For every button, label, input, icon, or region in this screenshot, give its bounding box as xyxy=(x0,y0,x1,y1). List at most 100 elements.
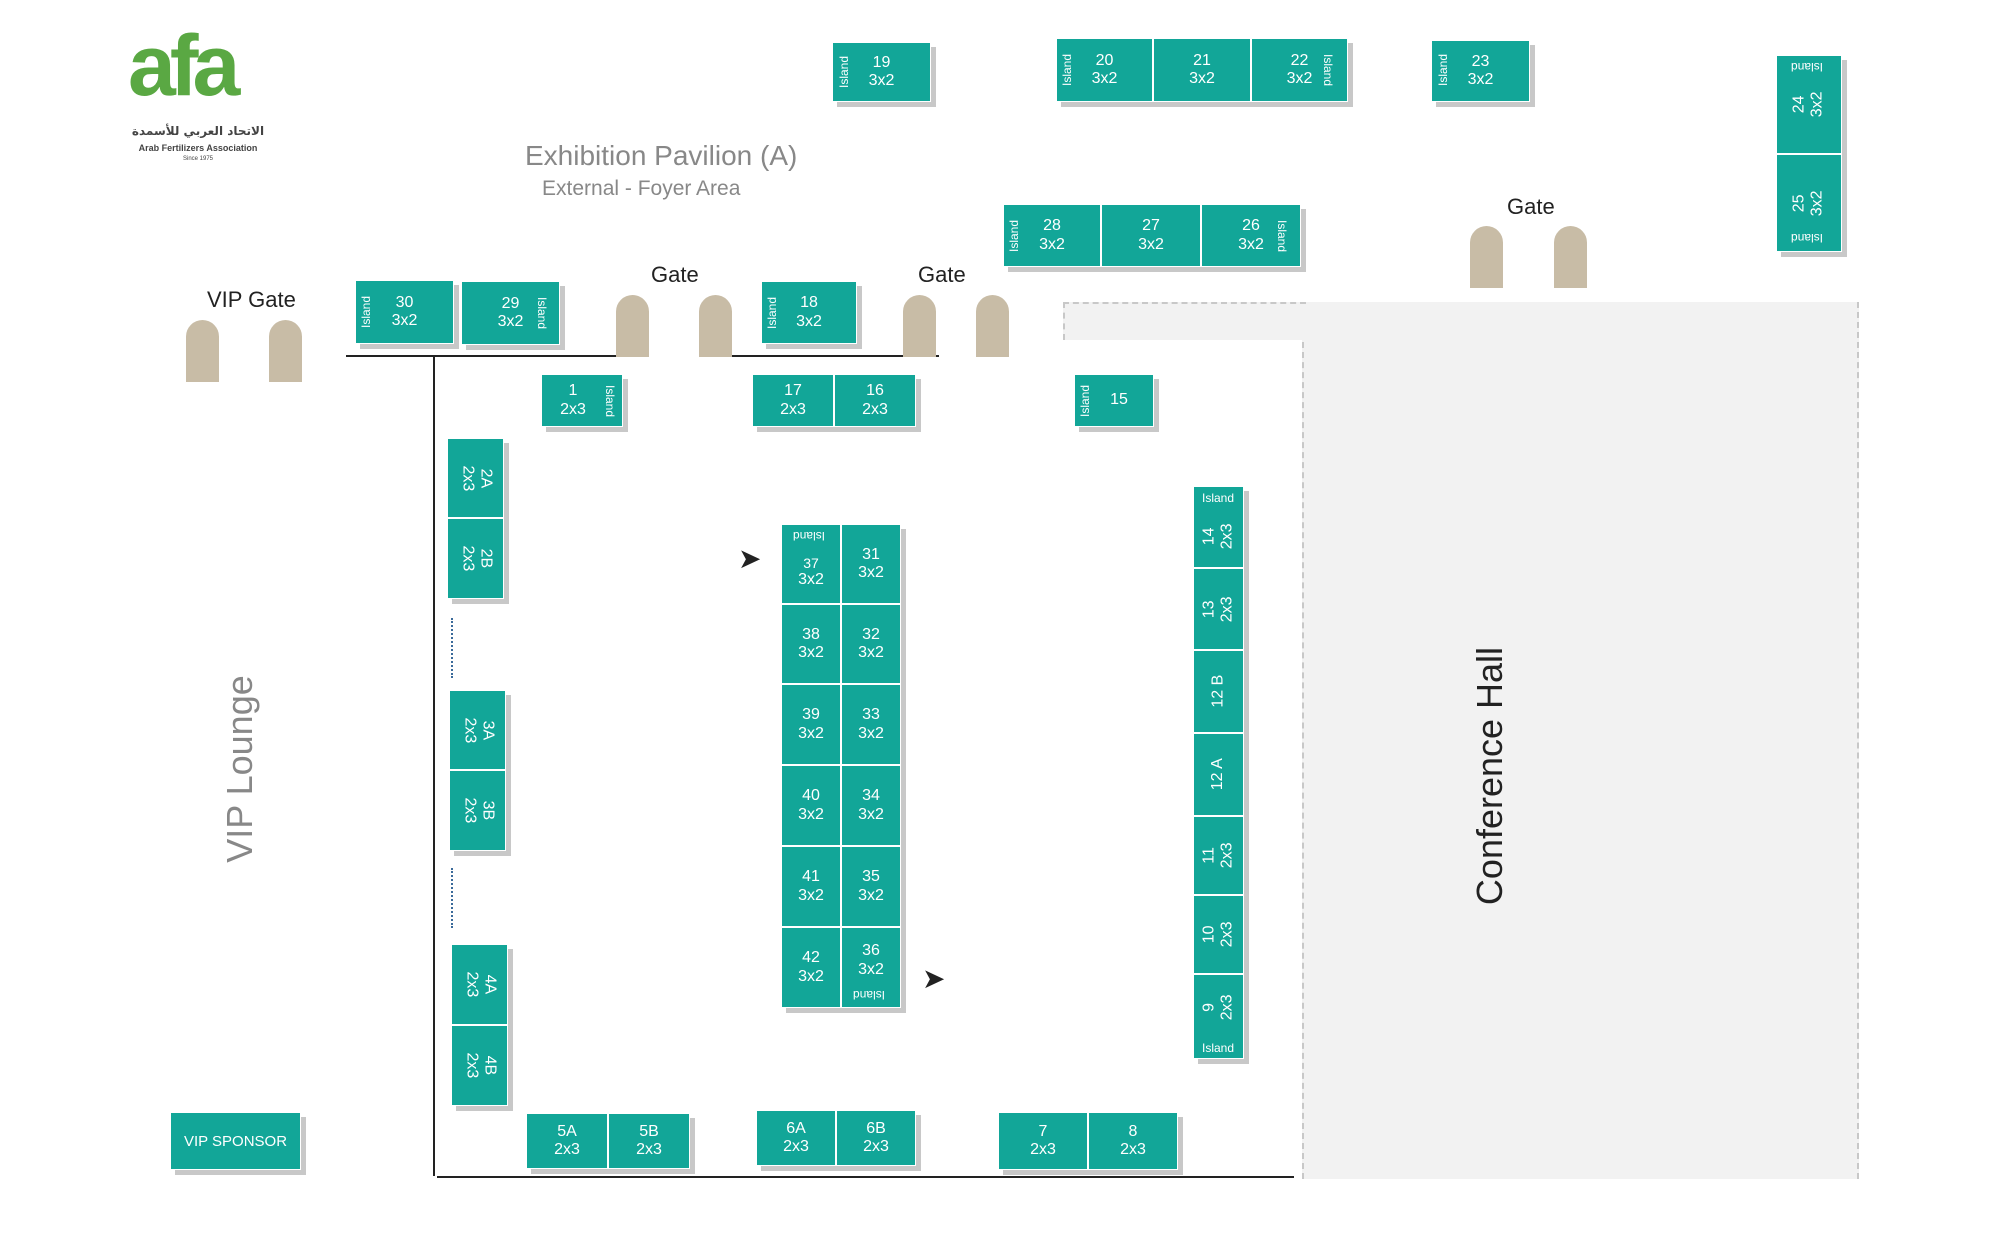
booth-number: 11 xyxy=(1200,847,1218,864)
booth-number: 12 A xyxy=(1209,758,1227,791)
booth-size: 2x3 xyxy=(783,1138,809,1155)
vip-sponsor-label: VIP SPONSOR xyxy=(183,1132,288,1150)
booth-size: 2x3 xyxy=(780,400,806,418)
booth-number: 1 xyxy=(568,382,578,400)
booth-number: 6B xyxy=(866,1119,886,1137)
booth-12b[interactable]: 12 B xyxy=(1193,650,1244,733)
island-tag: Island xyxy=(1321,53,1336,87)
booth-15[interactable]: Island 15 xyxy=(1074,374,1154,427)
booth-size: 3x2 xyxy=(1189,70,1215,87)
booth-number: 32 xyxy=(862,625,880,643)
island-tag: Island xyxy=(837,55,852,89)
booth-number: 35 xyxy=(862,868,880,886)
gate-3-label: Gate xyxy=(1507,194,1555,219)
booth-number: 14 xyxy=(1200,527,1218,545)
wall-dash-1 xyxy=(451,618,453,678)
booth-size: 3x2 xyxy=(798,570,824,588)
gate-1-pillar-right xyxy=(699,295,732,357)
booth-size: 3x2 xyxy=(868,72,895,89)
booth-size: 2x3 xyxy=(560,400,586,418)
booth-size: 3x2 xyxy=(1467,71,1494,88)
vip-sponsor-box[interactable]: VIP SPONSOR xyxy=(170,1112,301,1170)
island-tag: Island xyxy=(765,296,780,330)
booth-label: 15 xyxy=(1110,391,1128,409)
booth-number: 3B xyxy=(478,800,496,821)
booth-size: 2x3 xyxy=(554,1141,580,1158)
booth-number: 21 xyxy=(1193,51,1211,69)
page-subtitle: External - Foyer Area xyxy=(542,177,741,200)
booth-number: 2B xyxy=(476,548,494,569)
booth-size: 2x3 xyxy=(460,797,478,824)
wall-bottom xyxy=(437,1176,1294,1178)
booth-size: 3x2 xyxy=(497,313,524,330)
booth-size: 3x2 xyxy=(798,805,824,823)
gate-2-label: Gate xyxy=(918,262,966,287)
booth-12a[interactable]: 12 A xyxy=(1193,733,1244,816)
booth-size: 2x3 xyxy=(863,1138,889,1155)
booth-size: 3x2 xyxy=(1138,235,1164,253)
